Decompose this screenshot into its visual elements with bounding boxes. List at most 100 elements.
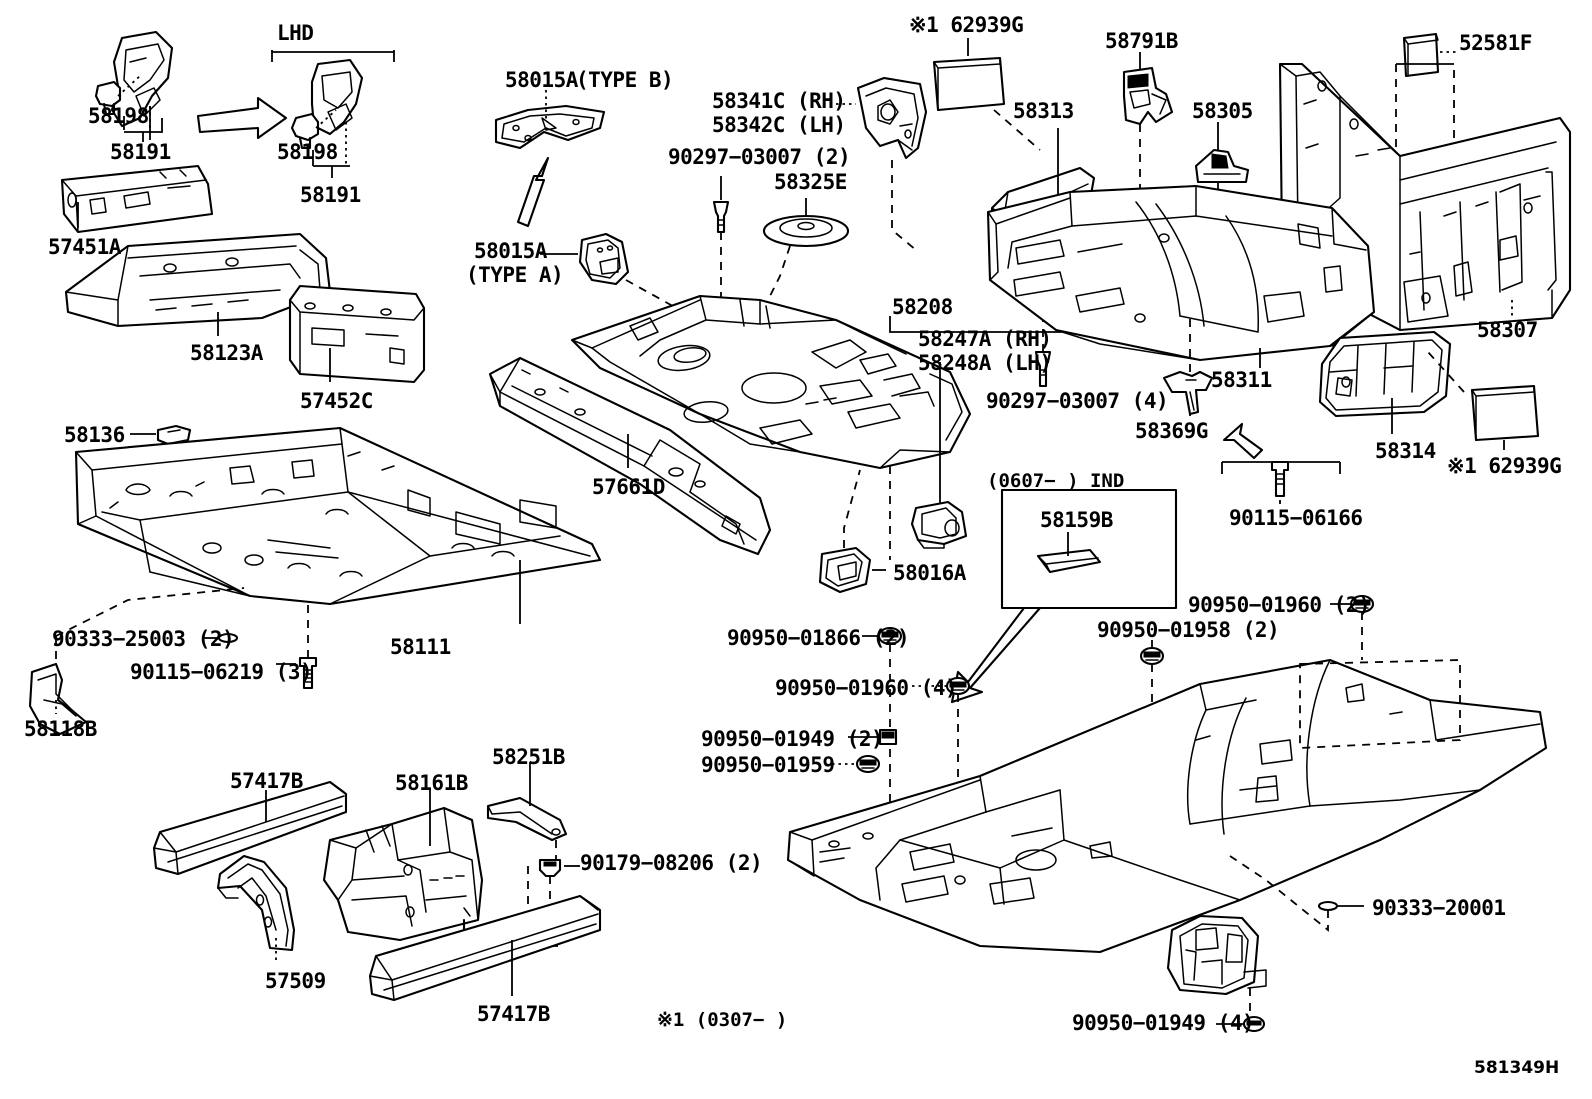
label-typeA: (TYPE A) (466, 263, 564, 287)
part-90115-06166-bolt (1270, 460, 1290, 498)
label-58313: 58313 (1013, 99, 1074, 123)
part-90179-08206-nut (538, 858, 562, 878)
part-58015A-typeA (578, 232, 630, 286)
leader-58198-rhd (117, 75, 141, 97)
dash-90333-20001 (1229, 855, 1329, 932)
label-90179-08206: 90179−08206 (2) (580, 851, 763, 875)
label-58015A-typeB: 58015A (505, 68, 578, 92)
inset-header: (0607− ) IND (987, 470, 1125, 492)
part-62939G-lower (1470, 384, 1540, 442)
label-90297-03007-2: 90297−03007 (2) (668, 145, 851, 169)
label-58016A: 58016A (893, 561, 966, 585)
label-58198-left: 58198 (88, 104, 149, 128)
arrow-inset-to-floor (950, 606, 1042, 704)
label-57417B-lower: 57417B (477, 1002, 550, 1026)
part-58307 (1278, 62, 1572, 332)
label-57452C: 57452C (300, 389, 373, 413)
part-58313 (990, 166, 1096, 268)
dash-58341C (891, 160, 917, 251)
dash-62939G-lower (1427, 351, 1465, 393)
label-57451A: 57451A (48, 235, 121, 259)
label-90950-01960-4: 90950−01960 (4) (775, 676, 958, 700)
label-58159B: 58159B (1040, 508, 1113, 532)
label-typeB: (TYPE B) (576, 68, 674, 92)
diagram-id: 581349H (1474, 1058, 1560, 1078)
part-62939G-upper (932, 56, 1006, 112)
part-57661D (488, 356, 772, 556)
part-90297-03007-2-bolt (712, 200, 730, 234)
label-58161B: 58161B (395, 771, 468, 795)
label-58015A-typeA: 58015A (474, 239, 547, 263)
label-58136: 58136 (64, 423, 125, 447)
label-58123A: 58123A (190, 341, 263, 365)
label-52581F: 52581F (1459, 31, 1532, 55)
arrow-rhd-to-lhd (196, 96, 288, 140)
leader-58198-lhd (315, 109, 337, 129)
part-58791B (1122, 66, 1174, 126)
dash-90179-08206-b (527, 866, 558, 947)
label-90297-03007-4: 90297−03007 (4) (986, 389, 1169, 413)
label-90115-06219: 90115−06219 (3) (130, 660, 313, 684)
part-58305 (1194, 148, 1250, 184)
arrow-90115-to-58311 (1222, 422, 1264, 460)
dash-58016A (843, 469, 861, 548)
part-57452C (288, 284, 426, 384)
label-90333-25003: 90333−25003 (2) (52, 627, 235, 651)
part-58251B (486, 796, 568, 842)
part-90950-01958-clip (1139, 646, 1165, 666)
part-58136 (156, 424, 192, 446)
part-58325E (762, 214, 850, 248)
label-58208: 58208 (892, 295, 953, 319)
label-58342C: 58342C (LH) (712, 113, 846, 137)
part-58161B (322, 806, 484, 942)
label-62939G-upper: ※1 62939G (909, 13, 1024, 37)
label-90333-20001: 90333−20001 (1372, 896, 1506, 920)
part-rear-bracket (1166, 914, 1267, 996)
part-58208 (570, 294, 972, 470)
dash-58325E (767, 245, 791, 301)
label-62939G-lower: ※1 62939G (1447, 454, 1562, 478)
part-58016A (818, 546, 872, 594)
part-90950-01959-clip (855, 754, 881, 774)
part-58111 (74, 426, 602, 606)
part-58247A-stop (910, 500, 968, 549)
label-58791B: 58791B (1105, 29, 1178, 53)
label-90950-01949-4: 90950−01949 (4) (1072, 1011, 1255, 1035)
label-58311: 58311 (1211, 368, 1272, 392)
part-57417B-upper (152, 780, 348, 876)
label-58247A: 58247A (RH) (918, 327, 1052, 351)
part-58369G (1162, 370, 1214, 416)
label-57661D: 57661D (592, 475, 665, 499)
label-58369G: 58369G (1135, 419, 1208, 443)
dash-wheelhouse (1299, 659, 1461, 749)
label-57417B-upper: 57417B (230, 769, 303, 793)
label-58325E: 58325E (774, 170, 847, 194)
label-57509: 57509 (265, 969, 326, 993)
label-58118B: 58118B (24, 717, 97, 741)
label-90950-01958: 90950−01958 (2) (1097, 618, 1280, 642)
label-58341C: 58341C (RH) (712, 89, 846, 113)
part-57417B-lower (368, 894, 602, 1002)
label-90115-06166: 90115−06166 (1229, 506, 1363, 530)
label-90950-01960-2: 90950−01960 (2) (1188, 593, 1371, 617)
label-90950-01949-2: 90950−01949 (2) (701, 727, 884, 751)
part-57509 (216, 854, 296, 952)
label-58191-left: 58191 (110, 140, 171, 164)
label-58307: 58307 (1477, 318, 1538, 342)
part-90333-20001-grommet (1317, 900, 1339, 912)
part-58341C-bracket (856, 76, 928, 160)
label-58248A: 58248A (LH) (918, 351, 1052, 375)
label-58251B: 58251B (492, 745, 565, 769)
label-90950-01959: 90950−01959 (701, 753, 835, 777)
label-58198-right: 58198 (277, 140, 338, 164)
label-58111: 58111 (390, 635, 451, 659)
part-52581F (1402, 32, 1440, 78)
part-58191-lhd (310, 58, 364, 136)
part-58015A-typeB (494, 104, 606, 150)
part-57451A (60, 164, 214, 234)
label-58191-right: 58191 (300, 183, 361, 207)
label-58305: 58305 (1192, 99, 1253, 123)
label-90950-01866: 90950−01866 (2) (727, 626, 910, 650)
part-58314 (1318, 330, 1452, 418)
